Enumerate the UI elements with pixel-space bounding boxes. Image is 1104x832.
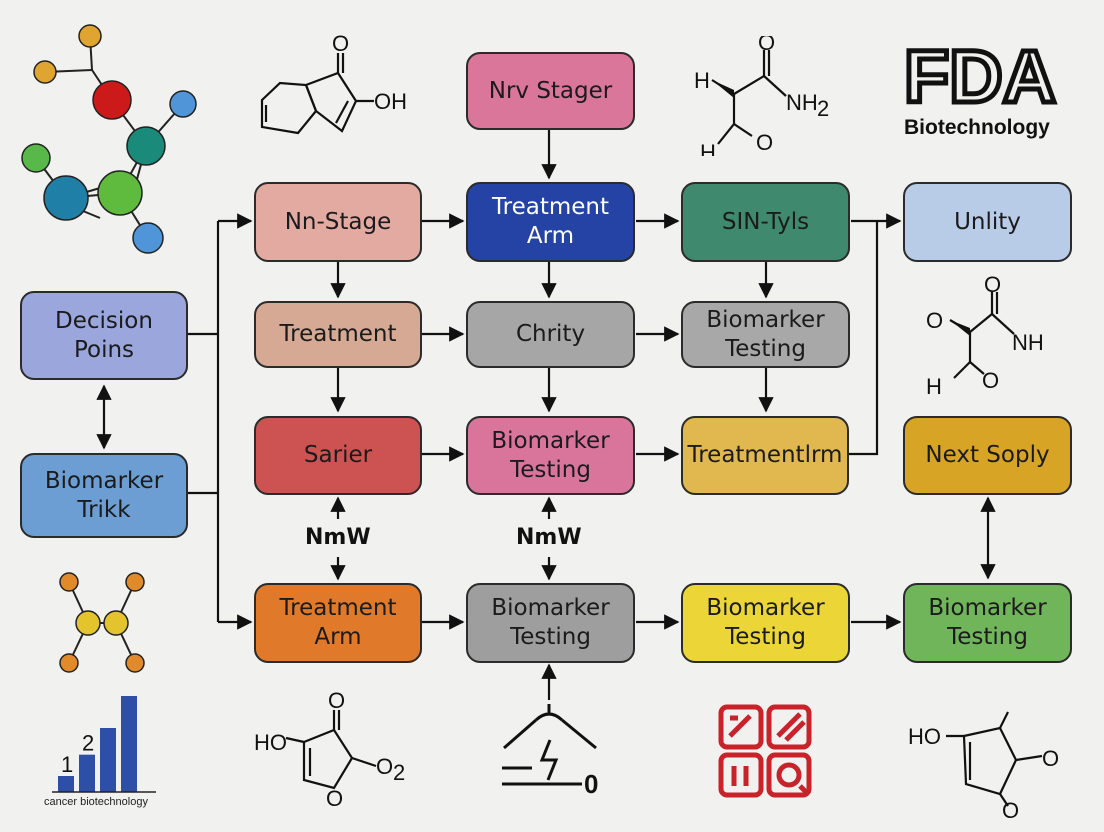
node-label: Next Soply <box>925 442 1050 468</box>
bar-chart-icon: 1 2 <box>52 696 156 793</box>
node-next-soply: Next Soply <box>903 416 1072 495</box>
svg-text:OH: OH <box>374 89 407 114</box>
node-decision-poins: Decision Poins <box>20 291 188 380</box>
svg-text:HO: HO <box>254 730 287 755</box>
svg-text:O: O <box>326 786 343 811</box>
fda-logo-mark: FDA <box>902 33 1059 121</box>
node-sin-tyls: SIN-Tyls <box>681 182 850 262</box>
node-label: Treatment Arm <box>491 194 610 249</box>
svg-text:FDA: FDA <box>904 40 1056 110</box>
node-biomarker-testing-r4a: Biomarker Testing <box>466 583 635 663</box>
svg-text:NH: NH <box>786 90 818 115</box>
node-treatment-arm-top: Treatment Arm <box>466 182 635 262</box>
node-unlity: Unlity <box>903 182 1072 262</box>
node-label: Biomarker Testing <box>491 595 610 650</box>
node-treatment: Treatment <box>254 301 422 368</box>
svg-text:H: H <box>926 374 942 399</box>
node-sarier: Sarier <box>254 416 422 495</box>
edge-label-nmw-left: NmW <box>305 525 371 550</box>
node-label: Treatment Arm <box>279 595 397 650</box>
logo-subtitle: Biotechnology <box>904 116 1050 139</box>
node-label: Chrity <box>515 321 586 347</box>
node-label: Biomarker Testing <box>706 306 825 362</box>
node-label: Treatment <box>279 321 397 347</box>
node-treatmentlrm: Treatmentlrm <box>681 416 849 495</box>
molecule-oxo-amide-icon: O O NH H O <box>926 272 1044 399</box>
node-nn-stage: Nn-Stage <box>254 182 422 262</box>
node-biomarker-testing-r4c: Biomarker Testing <box>903 583 1072 663</box>
node-label: Unlity <box>954 208 1021 235</box>
svg-text:HO: HO <box>908 724 941 749</box>
lab-tiles-icon <box>718 704 812 798</box>
node-chrity: Chrity <box>466 301 635 368</box>
fda-logo: FDA Biotechnology <box>902 33 1072 150</box>
svg-text:O: O <box>756 130 773 155</box>
molecule-ball-stick-icon <box>21 24 197 254</box>
bar-chart-bar <box>100 728 116 792</box>
bar-chart-caption: cancer biotechnology <box>44 796 148 808</box>
bar-chart-label: 2 <box>82 731 94 756</box>
bar-chart-bar <box>58 776 74 792</box>
node-label: SIN-Tyls <box>721 208 810 235</box>
node-biomarker-trikk: Biomarker Trikk <box>20 453 188 538</box>
node-label: Treatmentlrm <box>687 442 843 468</box>
svg-text:O: O <box>376 754 393 779</box>
node-nrv-stager: Nrv Stager <box>466 52 635 130</box>
molecule-lactone-icon: HO O O 2 O <box>254 692 405 811</box>
bar-chart-bar <box>121 696 137 792</box>
node-biomarker-testing-r3: Biomarker Testing <box>466 416 635 495</box>
molecule-indenone-icon: O OH <box>260 35 407 135</box>
svg-text:O: O <box>984 272 1001 297</box>
node-label: Sarier <box>303 442 373 468</box>
bar-chart-bar <box>79 754 95 792</box>
svg-text:O: O <box>758 36 775 55</box>
svg-text:0: 0 <box>584 769 598 799</box>
svg-text:O: O <box>332 35 349 56</box>
svg-text:O: O <box>926 308 943 333</box>
node-biomarker-testing-r2: Biomarker Testing <box>681 301 850 368</box>
molecule-amide-icon: H O NH 2 H O <box>694 36 829 156</box>
node-label: Biomarker Trikk <box>44 467 164 523</box>
node-treatment-arm-bottom: Treatment Arm <box>254 583 422 663</box>
svg-text:NH: NH <box>1012 330 1044 355</box>
node-label: Decision Poins <box>55 307 153 363</box>
node-biomarker-testing-r4b: Biomarker Testing <box>681 583 850 663</box>
molecule-cyclopentenone-icon: HO O O <box>908 711 1059 818</box>
bar-chart-label: 1 <box>61 752 73 777</box>
node-label: Biomarker Testing <box>491 427 610 483</box>
svg-text:O: O <box>1002 798 1019 818</box>
svg-text:O: O <box>328 692 345 713</box>
svg-text:O: O <box>982 368 999 393</box>
device-bolt-icon: 0 <box>502 704 598 799</box>
svg-text:O: O <box>1042 746 1059 771</box>
svg-text:H: H <box>700 140 716 156</box>
molecule-cluster-icon <box>59 572 145 673</box>
edge-treatmentlrm-loop <box>849 221 879 456</box>
svg-text:2: 2 <box>393 760 405 785</box>
node-label: Biomarker Testing <box>928 595 1047 650</box>
node-label: Biomarker Testing <box>706 595 825 650</box>
edge-label-nmw-center: NmW <box>516 525 582 550</box>
svg-text:2: 2 <box>817 96 829 121</box>
node-label: Nrv Stager <box>488 77 613 104</box>
node-label: Nn-Stage <box>284 208 392 235</box>
svg-text:H: H <box>694 68 710 93</box>
